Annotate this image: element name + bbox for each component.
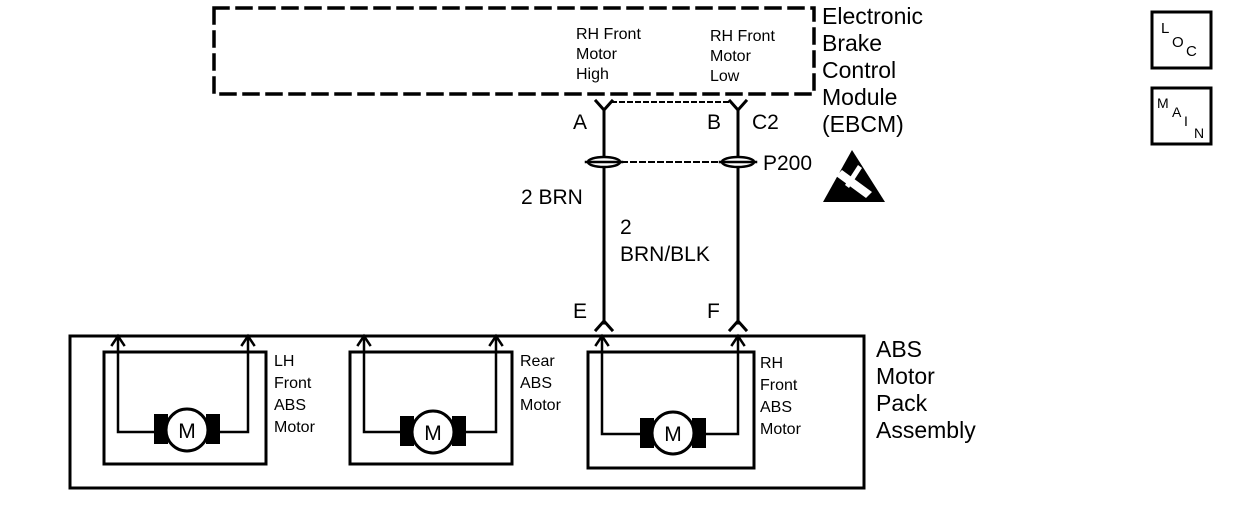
esd-warning-icon [823, 150, 885, 202]
svg-text:M: M [1157, 95, 1169, 111]
svg-text:C: C [1186, 43, 1197, 60]
pin-a-label: A [573, 111, 587, 134]
ebcm-label: Electronic Brake Control Module (EBCM) [822, 3, 929, 137]
connector-c2-label: C2 [752, 111, 779, 134]
main-button-label[interactable]: M A I N [1157, 95, 1204, 141]
loc-button[interactable] [1150, 10, 1213, 70]
motor-symbol-lh: M [178, 420, 196, 443]
svg-text:I: I [1184, 113, 1188, 129]
abs-motor-pack-label: ABS Motor Pack Assembly [876, 336, 976, 443]
ebcm-module-outline [212, 6, 816, 96]
p200-label: P200 [763, 152, 812, 175]
motor-rear-label: Rear ABS Motor [520, 353, 562, 414]
svg-text:A: A [1172, 104, 1182, 120]
motor-rh-front [586, 333, 756, 470]
pin-low-label: RH Front Motor Low [710, 28, 779, 85]
pin-b-label: B [707, 111, 721, 134]
motor-symbol-rear: M [424, 422, 442, 445]
motor-rh-front-label: RH Front ABS Motor [760, 355, 802, 438]
p200-connector [584, 155, 758, 169]
main-button[interactable] [1150, 86, 1213, 146]
pin-f-label: F [707, 300, 720, 323]
motor-rear [348, 333, 514, 466]
svg-text:O: O [1172, 34, 1184, 51]
svg-text:N: N [1194, 125, 1204, 141]
pin-e-label: E [573, 300, 587, 323]
wire-brn-label: 2 BRN [521, 186, 583, 209]
motor-lh-front [102, 333, 268, 466]
svg-text:L: L [1161, 20, 1169, 37]
motor-symbol-rh: M [664, 423, 682, 446]
pin-high-label: RH Front Motor High [576, 26, 645, 83]
motor-lh-front-label: LH Front ABS Motor [274, 353, 316, 436]
wire-brn-blk-label: 2 BRN/BLK [620, 216, 710, 266]
pack-pin-e-terminal [593, 318, 615, 333]
loc-button-label[interactable]: L O C [1161, 20, 1197, 60]
abs-motor-pack-outline [68, 334, 866, 490]
pack-pin-f-terminal [727, 318, 749, 333]
